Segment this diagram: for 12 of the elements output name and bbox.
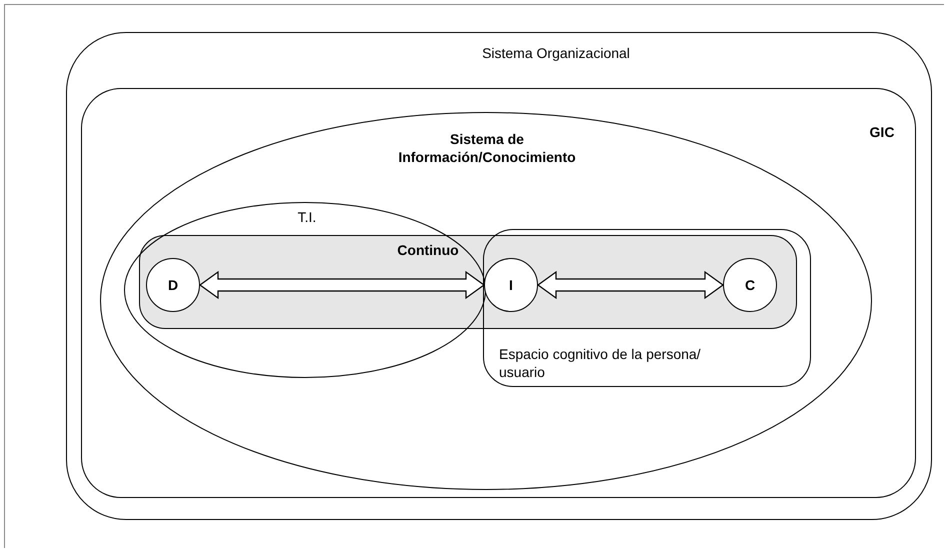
node-letter: D (168, 277, 178, 293)
region-title: Sistema Organizacional (481, 44, 631, 62)
double-arrow (536, 270, 724, 300)
region-title: T.I. (296, 208, 318, 226)
region-title: Espacio cognitivo de la persona/ usuario (499, 345, 702, 381)
region-title: Sistema de Información/Conocimiento (397, 130, 577, 166)
node-letter: C (744, 277, 756, 293)
ellipse-region (124, 202, 486, 378)
node-letter: I (509, 277, 513, 293)
region-title: Continuo (396, 241, 460, 259)
region-title: GIC (868, 123, 896, 141)
double-arrow (198, 270, 486, 300)
